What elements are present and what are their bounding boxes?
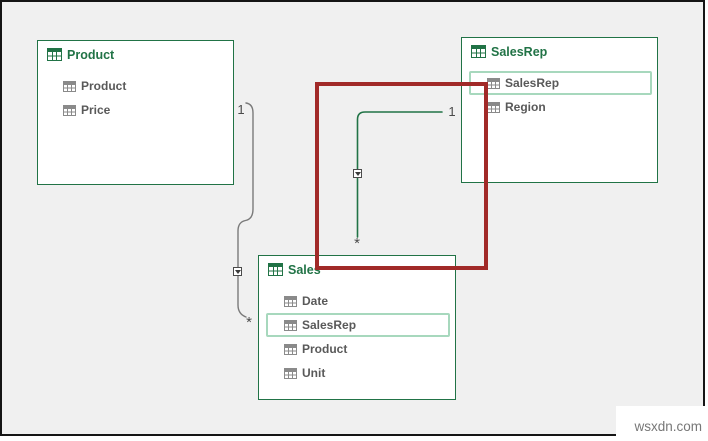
table-box-salesrep[interactable]: SalesRep SalesRep Region [461, 37, 658, 183]
table-box-sales[interactable]: Sales Date SalesRep Product Unit [258, 255, 456, 400]
table-name: Sales [288, 262, 321, 277]
table-name: Product [67, 47, 115, 62]
cardinality-many-label-sales-salesrep: * [354, 235, 360, 252]
table-icon [47, 48, 62, 61]
field-row-product-product[interactable]: Product [45, 74, 228, 98]
field-row-salesrep-salesrep[interactable]: SalesRep [469, 71, 652, 95]
field-row-sales-product[interactable]: Product [266, 337, 450, 361]
table-icon [471, 45, 486, 58]
watermark: wsxdn.com [616, 406, 708, 441]
cardinality-one-label-salesrep: 1 [448, 104, 456, 119]
field-label: Product [302, 342, 348, 356]
cardinality-one-label-product: 1 [237, 102, 245, 117]
field-table-icon [284, 295, 297, 307]
field-row-sales-date[interactable]: Date [266, 289, 450, 313]
field-table-icon [487, 101, 500, 113]
table-name: SalesRep [491, 44, 548, 59]
table-header-sales: Sales [259, 256, 455, 283]
field-table-icon [284, 343, 297, 355]
relationship-arrow-marker-product-sales[interactable] [233, 267, 242, 276]
field-table-icon [63, 104, 76, 116]
field-label: Date [302, 294, 329, 308]
table-header-product: Product [38, 41, 233, 68]
field-table-icon [284, 367, 297, 379]
field-row-sales-salesrep[interactable]: SalesRep [266, 313, 450, 337]
table-header-salesrep: SalesRep [462, 38, 657, 65]
table-icon [268, 263, 283, 276]
field-table-icon [63, 80, 76, 92]
relationship-line-salesrep-sales[interactable] [356, 111, 443, 238]
field-label: SalesRep [302, 318, 357, 332]
field-label: Price [81, 103, 111, 117]
field-table-icon [487, 77, 500, 89]
field-table-icon [284, 319, 297, 331]
annotation-rectangle [315, 82, 488, 270]
relationship-line-product-sales[interactable] [237, 102, 254, 318]
field-row-salesrep-region[interactable]: Region [469, 95, 652, 119]
field-label: SalesRep [505, 76, 560, 90]
field-list: Product Price [38, 74, 233, 122]
field-row-sales-unit[interactable]: Unit [266, 361, 450, 385]
field-list: Date SalesRep Product Unit [259, 289, 455, 385]
field-list: SalesRep Region [462, 71, 657, 119]
field-row-product-price[interactable]: Price [45, 98, 228, 122]
cardinality-many-label-sales-product: * [246, 314, 252, 331]
field-label: Unit [302, 366, 326, 380]
field-label: Region [505, 100, 546, 114]
relationship-arrow-marker-salesrep-sales[interactable] [353, 169, 362, 178]
table-box-product[interactable]: Product Product Price [37, 40, 234, 185]
field-label: Product [81, 79, 127, 93]
